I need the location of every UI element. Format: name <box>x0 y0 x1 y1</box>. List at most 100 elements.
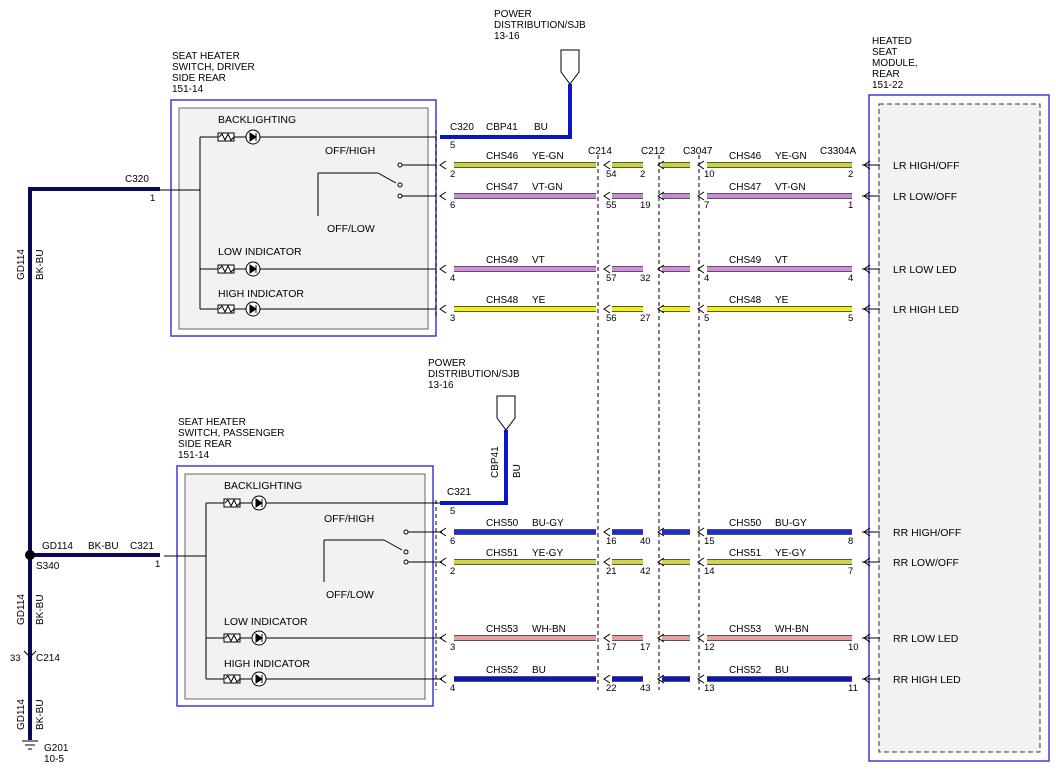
connector-arrow-icon <box>439 633 447 643</box>
connector-arrow-icon <box>603 160 611 170</box>
circuit-label: CHS53 <box>729 624 762 635</box>
connector-arrow-icon <box>603 557 611 567</box>
ground-c321-pin: 1 <box>155 559 160 570</box>
circuit-color-label: YE <box>775 295 789 306</box>
driver-off-high-label: OFF/HIGH <box>325 145 375 157</box>
switch-contact-icon <box>403 549 409 555</box>
circuit-label: CHS51 <box>486 548 519 559</box>
circuit-label: CHS50 <box>486 518 519 529</box>
pin-number: 4 <box>450 273 455 284</box>
circuit-label: CHS52 <box>486 665 519 676</box>
connector-arrow-icon <box>697 304 705 314</box>
connector-arrow-icon <box>439 304 447 314</box>
power-top-line3: 13-16 <box>494 31 520 42</box>
power-bottom-line1: POWER <box>428 358 466 369</box>
circuit-label: CHS47 <box>486 182 519 193</box>
pin-number: 57 <box>606 273 617 284</box>
driver-switch: SEAT HEATER SWITCH, DRIVER SIDE REAR 151… <box>158 51 437 337</box>
ground-c320-pin: 1 <box>150 193 155 204</box>
ground-bkbu-v2: BK-BU <box>35 594 46 625</box>
power-top-fuse-icon <box>560 49 580 85</box>
connector-arrow-icon <box>439 191 447 201</box>
feed-top-connector: C320 <box>450 122 474 133</box>
pin-number: 56 <box>606 313 617 324</box>
pin-number: 10 <box>704 169 715 180</box>
ground-g201-label: G201 <box>44 743 69 754</box>
pin-number: 5 <box>704 313 709 324</box>
ground-bkbu-v3: BK-BU <box>35 699 46 730</box>
feed-bottom-connector: C321 <box>447 487 471 498</box>
driver-switch-internals <box>158 129 436 317</box>
pin-number: 15 <box>704 536 715 547</box>
passenger-switch-inner <box>184 473 426 700</box>
circuit-color-label: YE-GN <box>532 151 564 162</box>
diode-symbol <box>249 264 257 274</box>
module-signal-label: RR HIGH/OFF <box>893 527 961 539</box>
pin-number: 10 <box>848 642 859 653</box>
c214-ground-connector-icon <box>23 650 37 658</box>
pin-number: 12 <box>704 642 715 653</box>
connector-arrow-icon <box>697 160 705 170</box>
pin-number: 32 <box>640 273 651 284</box>
circuit-label: CHS46 <box>486 151 519 162</box>
connector-arrow-icon <box>697 264 705 274</box>
passenger-off-high-label: OFF/HIGH <box>324 513 374 525</box>
connector-arrow-icon <box>697 557 705 567</box>
module-signal-label: LR LOW/OFF <box>893 191 957 203</box>
module-signal-label: RR LOW LED <box>893 633 959 645</box>
pin-number: 6 <box>450 200 455 211</box>
connector-arrow-icon <box>657 191 665 201</box>
ground-bkbu-h: BK-BU <box>88 541 119 552</box>
circuit-color-label: YE-GY <box>775 548 806 559</box>
circuit-color-label: VT-GN <box>532 182 563 193</box>
ground-g201-ref: 10-5 <box>44 754 64 765</box>
pin-number: 21 <box>606 566 617 577</box>
connector-arrow-icon <box>657 264 665 274</box>
feed-bottom-circuit: CBP41 <box>490 446 501 478</box>
pin-number: 17 <box>606 642 617 653</box>
circuit-label: CHS49 <box>729 255 762 266</box>
diode-symbol <box>255 498 263 508</box>
pin-number: 5 <box>848 313 853 324</box>
feed-top-circuit: CBP41 <box>486 122 518 133</box>
connector-arrow-icon <box>657 160 665 170</box>
circuit-label: CHS46 <box>729 151 762 162</box>
driver-off-low-label: OFF/LOW <box>327 223 375 235</box>
module-title4: REAR <box>872 69 900 80</box>
connector-arrow-icon <box>657 527 665 537</box>
power-feed-bottom: C321 5 CBP41 BU <box>440 430 523 517</box>
passenger-switch-title2: SWITCH, PASSENGER <box>178 428 285 439</box>
pin-number: 27 <box>640 313 651 324</box>
circuit-label: CHS50 <box>729 518 762 529</box>
circuit-color-label: YE-GN <box>775 151 807 162</box>
ground-gd114-v2: GD114 <box>16 594 27 625</box>
connector-dashed-lines <box>435 130 700 690</box>
circuit-label: CHS53 <box>486 624 519 635</box>
driver-switch-title2: SWITCH, DRIVER <box>172 62 255 73</box>
module-signal-label: LR LOW LED <box>893 264 957 276</box>
pin-number: 11 <box>848 683 858 694</box>
switch-contact-icon <box>397 182 403 188</box>
connector-arrow-icon <box>697 633 705 643</box>
ground-gd114-v1: GD114 <box>16 249 27 280</box>
driver-switch-inner <box>178 107 429 330</box>
circuit-color-label: VT <box>775 255 788 266</box>
connector-arrow-icon <box>439 264 447 274</box>
circuit-color-label: BU <box>775 665 789 676</box>
connector-arrow-icon <box>697 527 705 537</box>
passenger-high-indicator-label: HIGH INDICATOR <box>224 658 310 670</box>
pin-number: 4 <box>704 273 709 284</box>
pin-number: 55 <box>606 200 617 211</box>
power-distribution-bottom: POWER DISTRIBUTION/SJB 13-16 <box>428 358 520 431</box>
connector-arrow-icon <box>439 160 447 170</box>
driver-high-indicator-label: HIGH INDICATOR <box>218 288 304 300</box>
circuit-color-label: WH-BN <box>532 624 566 635</box>
ground-gd114-v3: GD114 <box>16 699 27 730</box>
switch-blade <box>383 539 403 551</box>
pin-number: 8 <box>848 536 853 547</box>
pin-number: 42 <box>640 566 651 577</box>
